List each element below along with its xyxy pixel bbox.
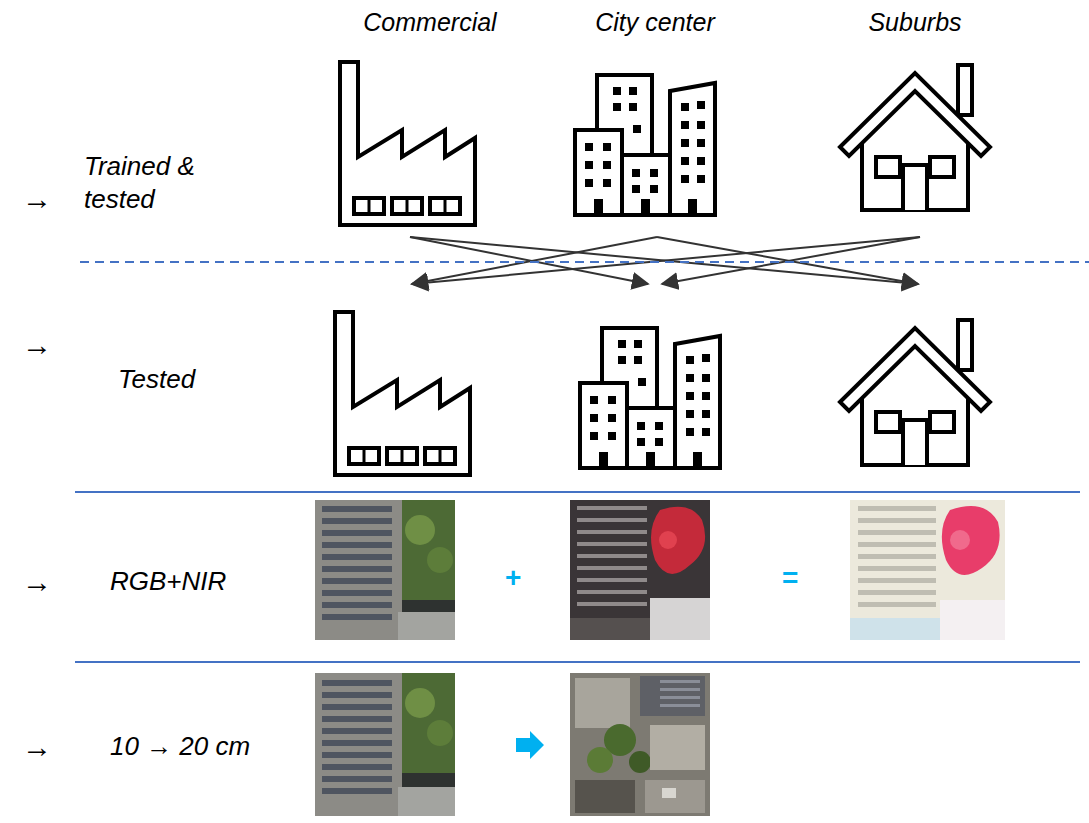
blue-arrow <box>516 731 544 759</box>
symbol-text: → <box>22 563 52 601</box>
factory-icon <box>335 312 470 475</box>
symbol-text: → <box>22 326 52 364</box>
column-heading: Commercial <box>325 8 535 37</box>
rgb-photo <box>315 500 455 640</box>
nir-photo <box>570 500 710 640</box>
row-label: Tested <box>118 363 195 396</box>
dashed-separator <box>80 261 1089 263</box>
city-icon <box>575 75 715 215</box>
city-icon <box>580 328 720 468</box>
separator <box>75 491 1080 493</box>
fused-photo <box>850 500 1005 640</box>
factory-icon <box>340 62 475 225</box>
icon-column: City center <box>550 8 760 230</box>
symbol-text: → <box>22 728 52 766</box>
house-icon <box>840 65 990 210</box>
column-heading: Suburbs <box>810 8 1020 37</box>
photo-10cm <box>315 673 455 816</box>
column-heading: City center <box>550 8 760 37</box>
cross-arrows <box>410 237 920 284</box>
row-label: RGB+NIR <box>110 565 226 598</box>
photo-20cm <box>570 673 710 816</box>
icon-column: Commercial <box>325 8 535 230</box>
row-label: Trained & tested <box>84 150 224 215</box>
row-label: 10 → 20 cm <box>110 730 250 763</box>
icon-column: Suburbs <box>810 8 1020 230</box>
symbol-text: + <box>505 560 521 595</box>
symbol-text: = <box>782 560 798 595</box>
symbol-text: → <box>22 180 52 218</box>
separator <box>75 661 1080 663</box>
house-icon <box>840 320 990 465</box>
